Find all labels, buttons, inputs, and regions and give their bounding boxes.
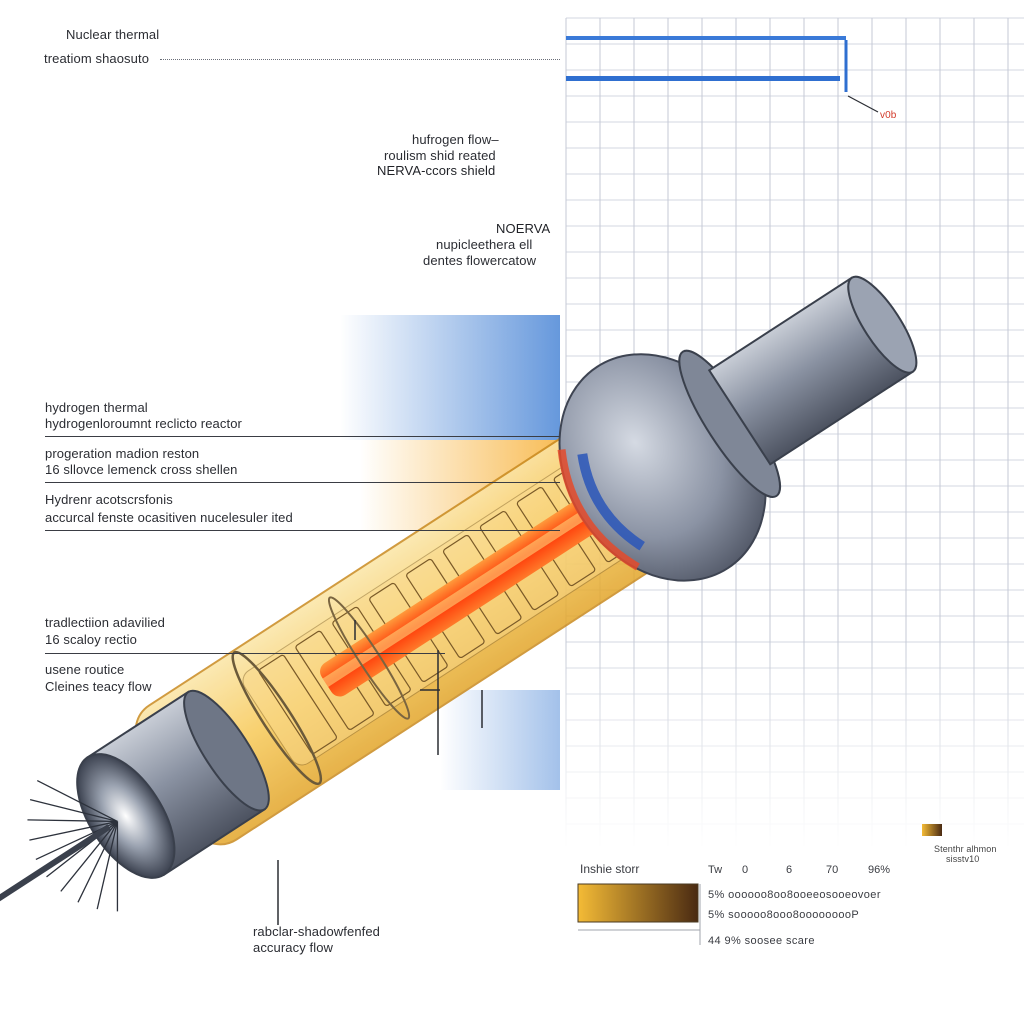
bottom-line2: accuracy flow: [253, 940, 334, 955]
note2-line2: nupicleethera ell: [436, 237, 533, 252]
legend-gradient: [577, 883, 699, 923]
blue-band-low: [440, 690, 560, 790]
nozzle-fins: [27, 779, 119, 912]
left5-line2: Cleines teacy flow: [45, 679, 152, 694]
turbopump-cap: [847, 275, 918, 374]
top-title: Nuclear thermal: [66, 27, 160, 42]
left2-line2: 16 sllovce lemenck cross shellen: [45, 462, 238, 477]
bottom-line1: rabclar-shadowfenfed: [253, 924, 381, 939]
exhaust-rod: [0, 824, 111, 912]
nozzle-fin: [60, 821, 118, 892]
left2-rule: [45, 482, 560, 483]
vessel-blue-cut: [577, 453, 645, 551]
legend-tick-0: Tw: [708, 864, 723, 876]
nozzle-fin: [116, 821, 119, 912]
left1-line1: hydrogen thermal: [45, 400, 148, 415]
legend-tick-4: 96%: [868, 864, 891, 876]
note2-line3: dentes flowercatow: [423, 253, 537, 268]
nozzle-fin: [29, 820, 118, 841]
legend-row-2: 5% sooooo8ooo8ooooooooP: [708, 909, 860, 921]
left4-line1: tradlectiion adavilied: [45, 615, 165, 630]
legend-tick-2: 6: [786, 864, 793, 876]
ring-a: [231, 650, 323, 786]
nozzle-collar: [183, 689, 270, 812]
ring-b: [327, 596, 411, 720]
top-subtitle: treatiom shaosuto: [44, 51, 150, 66]
note1-line2: roulism shid reated: [384, 148, 496, 163]
nozzle-fin: [77, 821, 119, 903]
legend-row-1: 5% oooooo8oo8ooeeosooeovoer: [708, 889, 881, 901]
nozzle-fin: [96, 821, 119, 910]
vessel-heat-cut: [557, 449, 640, 571]
nozzle-fin: [29, 799, 118, 823]
left2-line1: progeration madion reston: [45, 446, 200, 461]
nozzle-fin: [36, 779, 118, 823]
note1-line3: NERVA-ccors shield: [377, 163, 496, 178]
blue-bar-top: [566, 36, 846, 40]
small-legend-swatch: [922, 824, 942, 836]
left3-line1: Hydrenr acotscrsfonis: [45, 492, 173, 507]
left1-line2: hydrogenloroumnt reclicto reactor: [45, 416, 242, 431]
legend-tick-1: 0: [742, 864, 749, 876]
left4-line2: 16 scaloy rectio: [45, 632, 137, 647]
note2-line1: NOERVA: [496, 221, 551, 236]
note1-line1: hufrogen flow–: [412, 132, 499, 147]
blue-bar-mid: [566, 76, 840, 81]
left1-rule: [45, 436, 560, 437]
grid-note: v0b: [880, 110, 897, 121]
legend-title: Inshie storr: [580, 862, 640, 876]
blue-band: [340, 315, 560, 440]
fuel-rod: [258, 654, 338, 754]
left5-line1: usene routice: [45, 662, 125, 677]
small-legend-line2: sisstv10: [946, 854, 980, 864]
left3-line2: accurcal fenste ocasitiven nucelesuler i…: [45, 510, 293, 525]
left4-rule: [45, 653, 445, 654]
top-leader: [160, 59, 560, 60]
core-highlight: [322, 482, 631, 687]
nozzle-fin: [27, 819, 118, 823]
left3-rule: [45, 530, 560, 531]
legend-row-3: 44 9% soosee scare: [708, 935, 815, 947]
small-legend-line1: Stenthr alhmon: [934, 844, 997, 854]
reactor-assembly: [0, 275, 918, 912]
legend-tick-3: 70: [826, 864, 839, 876]
grid-note-leader: [847, 95, 879, 113]
